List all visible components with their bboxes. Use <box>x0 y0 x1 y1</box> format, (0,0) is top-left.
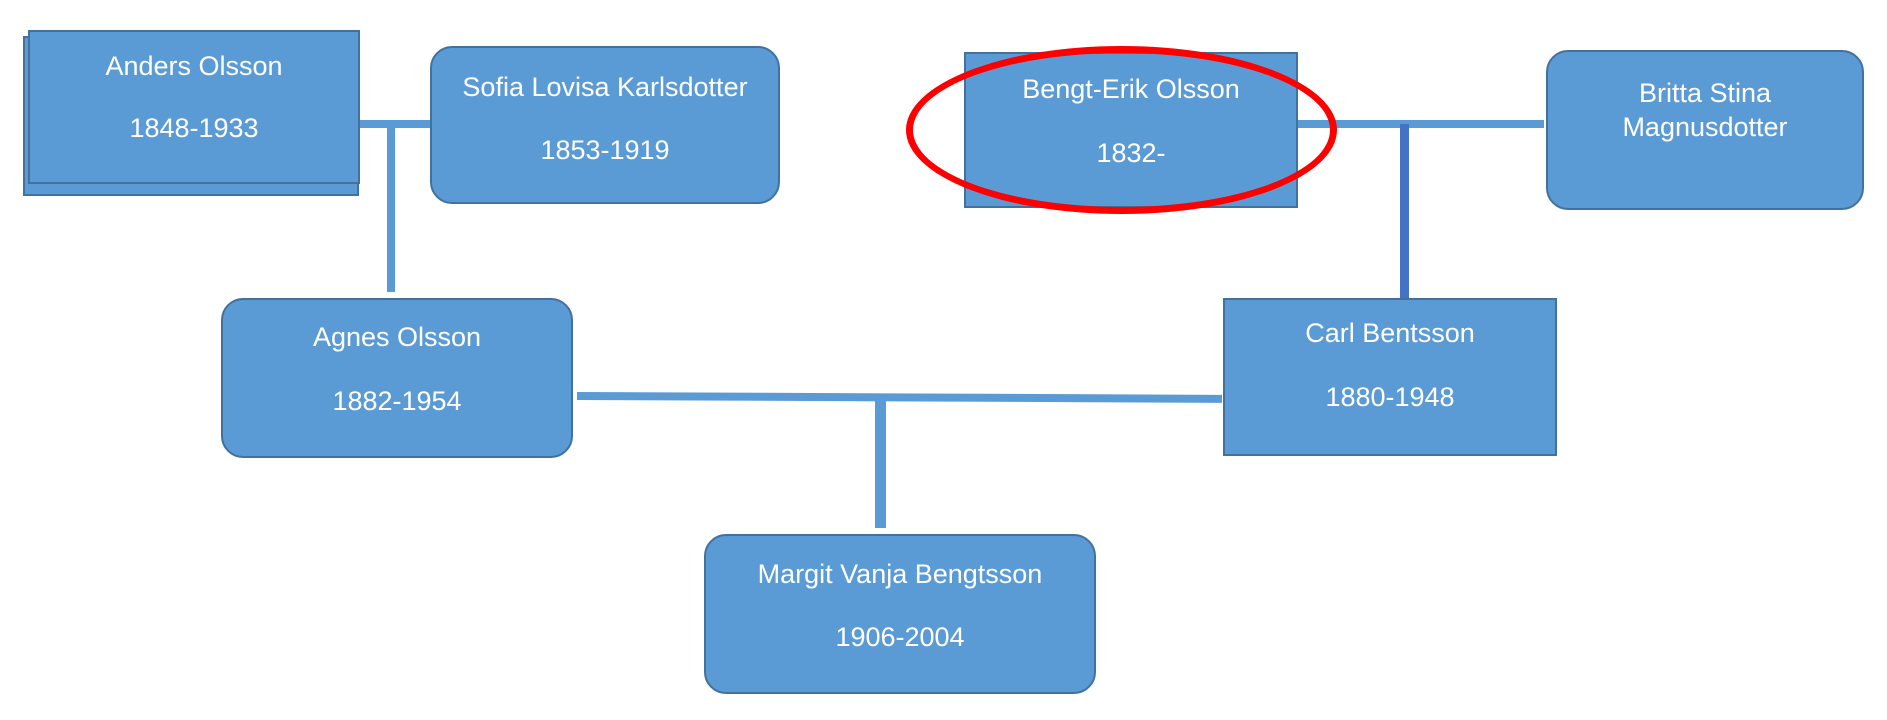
person-name: Britta Stina Magnusdotter <box>1622 78 1788 142</box>
person-name: Margit Vanja Bengtsson <box>757 559 1043 589</box>
person-box-agnes-olsson[interactable]: Agnes Olsson 1882-1954 <box>221 298 573 458</box>
connector-parents-to-margit <box>875 396 886 528</box>
person-box-anders-olsson[interactable]: Anders Olsson 1848-1933 <box>28 30 360 184</box>
connector-anders-sofia-to-agnes <box>387 124 395 292</box>
person-years: 1882-1954 <box>332 386 462 416</box>
connector-agnes-carl <box>576 392 1223 403</box>
connector-bengt-britta <box>1298 120 1544 128</box>
person-box-margit-vanja-bengtsson[interactable]: Margit Vanja Bengtsson 1906-2004 <box>704 534 1096 694</box>
person-name: Sofia Lovisa Karlsdotter <box>462 72 748 102</box>
person-box-britta-stina-magnusdotter[interactable]: Britta Stina Magnusdotter <box>1546 50 1864 210</box>
person-years: 1880-1948 <box>1325 382 1455 412</box>
person-years: 1906-2004 <box>835 622 965 652</box>
person-years: 1848-1933 <box>129 113 259 143</box>
person-name: Carl Bentsson <box>1305 318 1475 348</box>
person-box-sofia-lovisa-karlsdotter[interactable]: Sofia Lovisa Karlsdotter 1853-1919 <box>430 46 780 204</box>
person-box-carl-bentsson[interactable]: Carl Bentsson 1880-1948 <box>1223 298 1557 456</box>
person-years: 1853-1919 <box>540 135 670 165</box>
red-highlight-ellipse <box>906 46 1337 214</box>
person-name: Anders Olsson <box>105 51 283 81</box>
connector-anders-sofia <box>358 120 432 128</box>
connector-bengt-britta-to-carl <box>1400 124 1409 299</box>
person-name: Agnes Olsson <box>312 322 482 352</box>
